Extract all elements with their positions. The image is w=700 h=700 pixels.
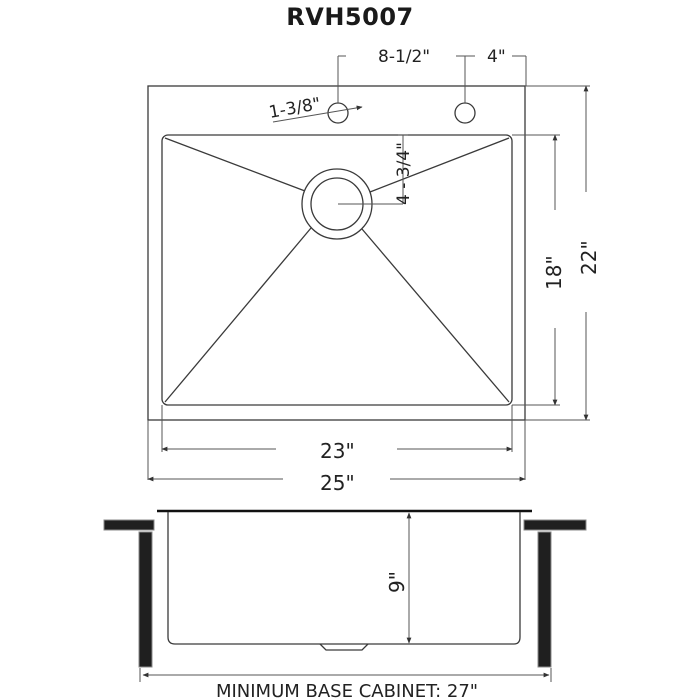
basin-slope-lines xyxy=(164,137,510,403)
dim-basin-height: 9" xyxy=(385,512,412,644)
faucet-hole-right xyxy=(454,102,476,124)
svg-text:9": 9" xyxy=(385,571,409,593)
dim-drain-offset: 4 - 3/4" xyxy=(394,134,414,205)
dim-basin-depth: 18" xyxy=(512,134,566,406)
sink-deck-outline xyxy=(147,85,526,421)
svg-text:4": 4" xyxy=(487,47,506,67)
svg-text:18": 18" xyxy=(542,255,566,290)
svg-text:4 - 3/4": 4 - 3/4" xyxy=(394,142,414,205)
dim-faucet-hole: 1-3/8" xyxy=(267,94,363,123)
dim-min-cabinet: MINIMUM BASE CABINET: 27" xyxy=(139,668,552,700)
drain-icon xyxy=(301,168,403,240)
svg-text:1-3/8": 1-3/8" xyxy=(267,94,322,123)
top-view: 1-3/8" 8-1/2" 4" 4 - 3/4" 18" xyxy=(147,47,601,495)
cabinet-left-icon xyxy=(103,519,155,668)
cabinet-right-icon xyxy=(523,519,587,668)
dim-overall-depth: 22" xyxy=(525,85,601,421)
model-title: RVH5007 xyxy=(286,3,414,31)
side-view: 9" MINIMUM BASE CABINET: 27" xyxy=(103,509,587,700)
min-cabinet-caption: MINIMUM BASE CABINET: 27" xyxy=(216,681,478,700)
svg-text:8-1/2": 8-1/2" xyxy=(378,47,430,67)
svg-text:25": 25" xyxy=(320,471,355,495)
faucet-hole-left xyxy=(327,102,349,124)
basin-profile xyxy=(167,512,521,645)
basin-outline xyxy=(161,134,513,406)
dim-overall-width: 25" xyxy=(147,471,526,495)
dim-basin-width: 23" xyxy=(161,439,513,463)
drain-profile xyxy=(319,643,369,651)
dim-faucet-spacing: 8-1/2" 4" xyxy=(337,47,527,103)
svg-text:22": 22" xyxy=(577,240,601,275)
svg-text:23": 23" xyxy=(320,439,355,463)
